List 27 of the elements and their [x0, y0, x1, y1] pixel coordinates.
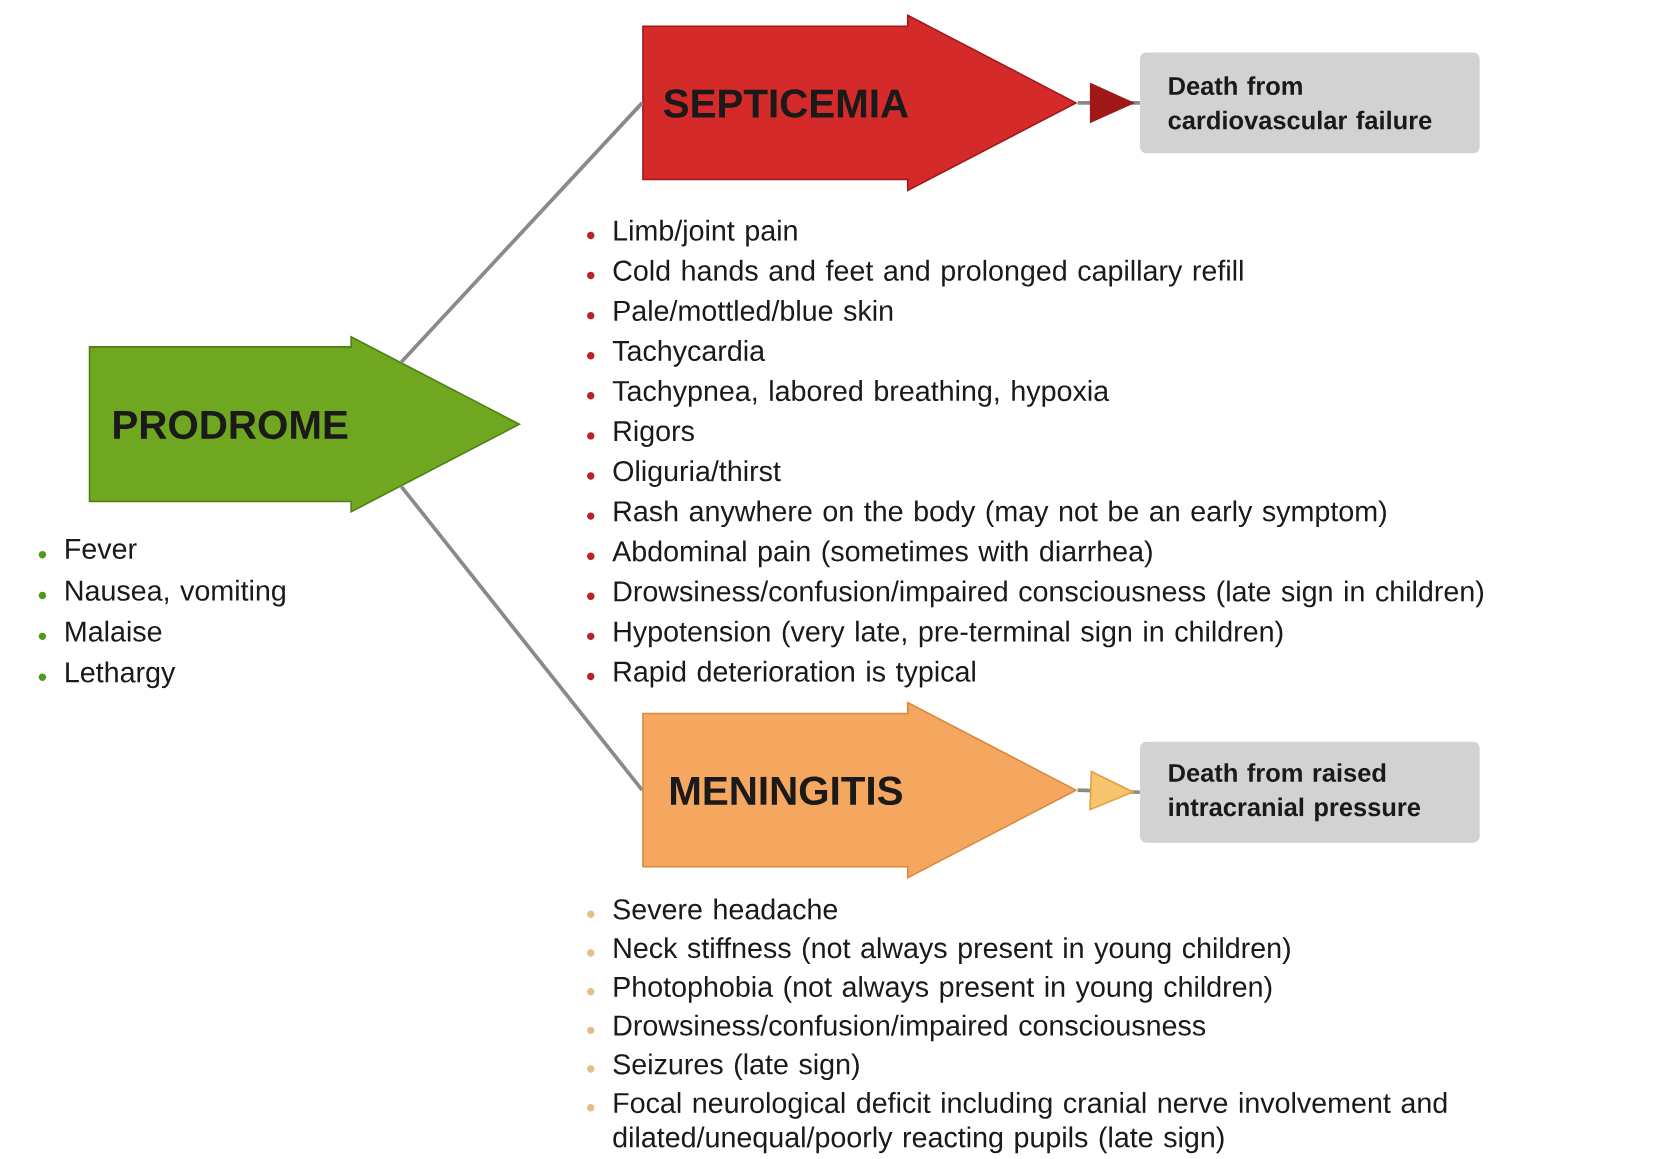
list-item: Cold hands and feet and prolonged capillary refill: [613, 259, 1243, 287]
list-item: Lethargy: [66, 661, 176, 689]
list-item: Seizures (late sign): [613, 1053, 859, 1080]
list-item: Focal neurological deficit including cranial nerve involvement and dilated/unequal/poorly reacting pupils (late sign): [613, 1092, 1447, 1154]
list-item: Nausea, vomiting: [66, 579, 285, 607]
list-item: Neck stiffness (not always present in young children): [614, 937, 1290, 964]
list-item: Rigors: [614, 420, 694, 447]
list-item: Hypotension (very late, pre-terminal sign in children): [614, 620, 1283, 648]
list-item: Drowsiness/confusion/impaired consciousness: [614, 1014, 1206, 1042]
arrow: [1077, 770, 1140, 811]
outcome-box: Death from cardiovascular failure: [1140, 52, 1480, 154]
list-item: Severe headache: [613, 898, 838, 920]
list-item: Photophobia (not always present in young children): [614, 975, 1272, 1003]
list-item: Tachycardia: [612, 339, 766, 367]
connector-line: [399, 485, 644, 792]
list-item: Abdominal pain (sometimes with diarrhea): [612, 540, 1152, 568]
outcome-box: Death from raised intracranial pressure: [1140, 741, 1480, 843]
list-item: Rash anywhere on the body (may not be an early symptom): [614, 500, 1386, 527]
list-item: Malaise: [66, 620, 162, 642]
list-item: Drowsiness/confusion/impaired consciousness (late sign in children): [614, 580, 1483, 608]
list-item: Fever: [66, 538, 137, 559]
list-item: Oliguria/thirst: [613, 460, 781, 487]
list-item: Limb/joint pain: [614, 219, 797, 247]
list-item: Rapid deterioration is typical: [614, 660, 975, 688]
connector-line: [400, 101, 644, 364]
list-item: Tachypnea, labored breathing, hypoxia: [612, 380, 1110, 407]
list-item: Pale/mottled/blue skin: [614, 299, 893, 321]
